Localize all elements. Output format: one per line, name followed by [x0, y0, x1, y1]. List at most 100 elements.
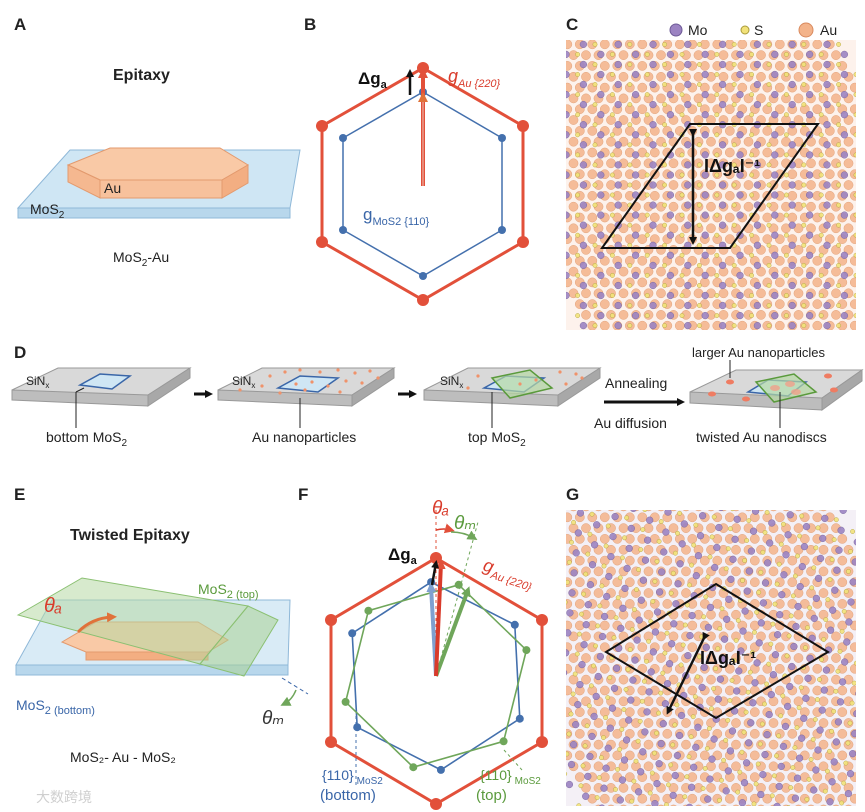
- mo-atom: [838, 678, 847, 686]
- au-atom: [556, 697, 565, 706]
- mo-atom: [771, 191, 779, 199]
- mo-atom: [851, 730, 856, 738]
- au-atom: [637, 299, 648, 309]
- au-atom: [556, 675, 565, 684]
- theta-m-arrow: [280, 689, 297, 706]
- au-atom: [812, 40, 823, 50]
- s-atom: [766, 42, 772, 47]
- mo-atom: [784, 531, 792, 539]
- mo-atom: [706, 775, 714, 783]
- s-atom: [819, 657, 824, 662]
- s-atom: [575, 212, 580, 218]
- mo-atom: [598, 632, 607, 641]
- au-atom: [762, 126, 773, 136]
- mo-atom: [597, 151, 605, 159]
- mo-atom: [647, 668, 655, 676]
- s-atom: [746, 518, 752, 523]
- mo-atom: [690, 763, 698, 771]
- mo-atom: [625, 544, 633, 553]
- au-atom: [849, 685, 856, 696]
- s-atom: [592, 182, 598, 188]
- s-atom: [823, 617, 829, 622]
- au-atom: [756, 93, 766, 104]
- mo-atom: [839, 510, 847, 514]
- s-atom: [693, 522, 699, 528]
- mo-atom: [788, 141, 796, 149]
- mo-atom: [728, 727, 737, 735]
- s-atom: [818, 172, 824, 178]
- s-atom: [594, 795, 600, 800]
- mo-atom: [858, 162, 865, 169]
- mo-atom: [649, 141, 657, 149]
- mo-atom: [566, 271, 570, 279]
- s-atom: [584, 723, 590, 729]
- s-atom: [662, 82, 667, 87]
- s-atom: [613, 615, 619, 621]
- au-atom: [832, 804, 840, 806]
- s-atom: [764, 681, 769, 687]
- mo-atom: [578, 660, 586, 669]
- s-atom: [837, 649, 843, 654]
- mo-atom: [639, 748, 647, 756]
- s-atom: [575, 92, 580, 98]
- s-atom: [799, 513, 805, 519]
- s-atom: [627, 82, 633, 87]
- mo-atom: [823, 40, 831, 49]
- au-atom: [656, 310, 666, 320]
- au-atom: [649, 190, 660, 201]
- s-atom: [581, 591, 586, 597]
- au-atom: [662, 728, 673, 739]
- au-atom: [782, 510, 790, 512]
- panel-label-d: D: [14, 343, 26, 362]
- s-atom: [629, 798, 635, 804]
- mo-atom: [812, 766, 820, 774]
- s-atom: [749, 112, 754, 118]
- s-atom: [592, 62, 598, 67]
- s-atom: [709, 534, 715, 540]
- au-atom: [632, 804, 640, 806]
- mo-atom: [684, 261, 692, 270]
- s-atom: [730, 510, 735, 512]
- mo-atom: [688, 611, 696, 620]
- au-atom: [845, 804, 852, 806]
- au-atom: [793, 696, 804, 707]
- au-atom: [712, 599, 723, 609]
- au-atom: [807, 804, 815, 806]
- s-atom: [822, 788, 828, 794]
- au-atom: [787, 555, 798, 566]
- mo-atom: [572, 720, 580, 729]
- au-atom: [856, 94, 865, 103]
- au-atom: [556, 72, 565, 81]
- s-atom: [620, 555, 625, 561]
- au-atom: [743, 136, 754, 147]
- au-atom: [566, 277, 573, 288]
- au-atom: [849, 277, 856, 288]
- au-atom: [618, 783, 629, 793]
- s-atom: [743, 709, 749, 715]
- mo-atom: [757, 790, 765, 799]
- au-atom: [706, 609, 716, 620]
- mo-atom: [753, 161, 762, 169]
- f-bottom-mos2-hexagon-point: [348, 629, 357, 638]
- s-atom: [793, 573, 798, 579]
- moire-cell-g: [604, 582, 830, 720]
- au-atom: [774, 663, 785, 674]
- s-atom: [575, 52, 580, 57]
- panel-e-caption: MoS₂- Au - MoS₂: [70, 749, 176, 765]
- mo-atom: [858, 282, 865, 289]
- au-atom: [743, 158, 754, 169]
- s-atom: [707, 726, 712, 731]
- au-atom: [695, 510, 702, 512]
- s-atom: [575, 72, 580, 77]
- mo-atom: [768, 519, 776, 527]
- au-atom: [556, 224, 565, 233]
- au-atom: [793, 310, 804, 320]
- au-atom: [699, 577, 710, 588]
- s-atom: [740, 578, 745, 583]
- au-atom: [812, 772, 823, 782]
- s-atom: [818, 132, 824, 138]
- s-atom: [558, 42, 562, 46]
- mo-atom: [649, 281, 657, 290]
- s-atom: [853, 660, 856, 666]
- s-atom: [766, 162, 772, 168]
